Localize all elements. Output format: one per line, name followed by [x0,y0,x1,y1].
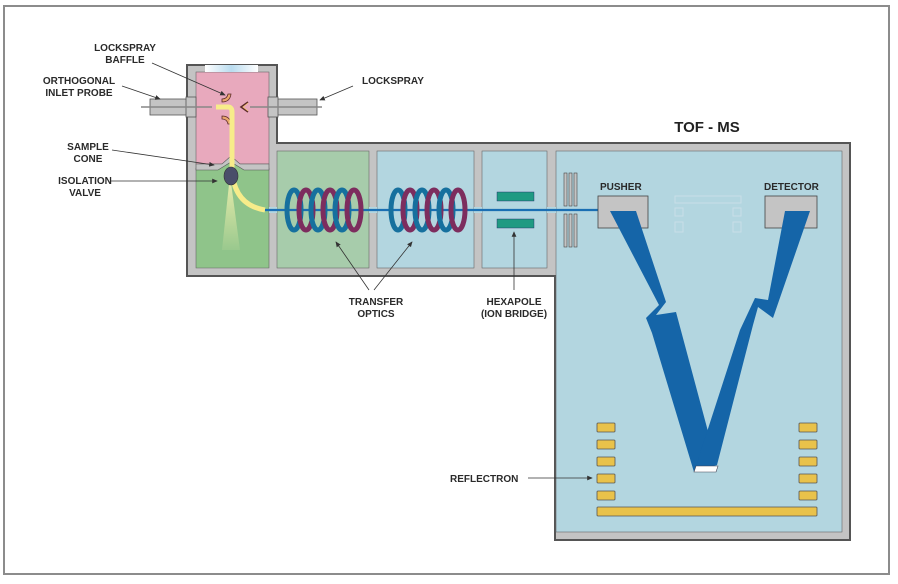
label-detector: DETECTOR [764,182,820,193]
ion-spray [216,104,266,250]
transfer-optics-coils-2 [388,187,468,233]
label-pusher: PUSHER [600,182,642,193]
label-isolation-valve-2: VALVE [69,188,101,199]
ion-flight-path [610,211,810,473]
label-hexapole-2: (ION BRIDGE) [481,309,547,320]
isolation-valve [223,166,239,186]
label-sample-cone-2: CONE [74,154,103,165]
label-lockspray: LOCKSPRAY [362,76,424,87]
label-transfer-optics-2: OPTICS [357,309,395,320]
reflectron-plates [596,422,818,517]
ghost-outline [674,195,742,233]
label-orthogonal-inlet-probe-1: ORTHOGONAL [43,76,115,87]
label-lockspray-baffle-2: BAFFLE [105,55,145,66]
leader-lines [110,62,593,481]
transfer-optics-coils-1 [284,187,364,233]
label-lockspray-baffle-1: LOCKSPRAY [94,43,156,54]
title-tof-ms: TOF - MS [674,119,740,136]
label-isolation-valve-1: ISOLATION [58,176,112,187]
label-transfer-optics-1: TRANSFER [349,297,404,308]
lockspray-probe [250,96,322,118]
source-window [205,65,258,72]
lockspray-baffle [221,93,249,125]
orthogonal-inlet-probe [141,96,212,118]
label-sample-cone-1: SAMPLE [67,142,109,153]
entrance-lens-plates [563,172,578,248]
label-hexapole-1: HEXAPOLE [486,297,541,308]
label-orthogonal-inlet-probe-2: INLET PROBE [45,88,113,99]
label-reflectron: REFLECTRON [450,474,518,485]
hexapole-rods [496,191,535,229]
